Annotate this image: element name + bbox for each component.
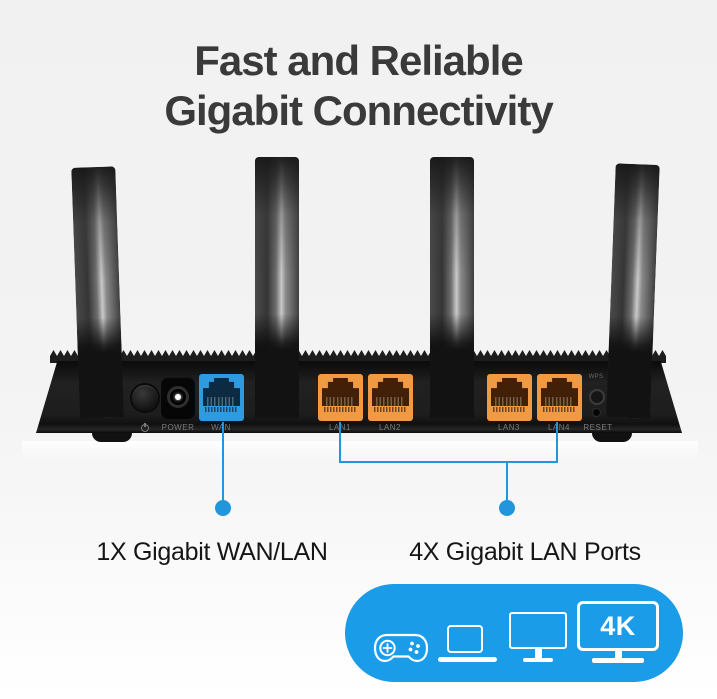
callout-line-wan — [222, 422, 224, 501]
lan3-port-jack — [491, 378, 528, 406]
lan2-port-contacts — [374, 407, 407, 412]
lan3-port-contacts — [493, 407, 526, 412]
tv-base — [592, 658, 644, 663]
dc-jack-pin — [175, 394, 181, 400]
devices-badge: 4K — [345, 584, 683, 682]
power-button — [132, 385, 158, 411]
label-wan: WAN — [211, 423, 231, 432]
tv-stand — [615, 651, 622, 658]
monitor-base — [523, 658, 553, 662]
lan4-port-pins — [545, 397, 574, 406]
lan2-port-jack — [372, 378, 409, 406]
callout-label-wan: 1X Gigabit WAN/LAN — [96, 538, 328, 566]
dc-power-jack — [161, 377, 195, 419]
monitor-screen — [509, 612, 567, 649]
wps-label: WPS — [588, 374, 604, 380]
laptop-base — [438, 657, 497, 662]
antenna-3 — [430, 157, 474, 418]
monitor-icon — [509, 612, 567, 662]
title-line-2: Gigabit Connectivity — [164, 87, 553, 134]
callout-dot-lan — [499, 500, 515, 516]
lan1-port-pins — [326, 397, 355, 406]
lan1-port-jack — [322, 378, 359, 406]
lan1-port-contacts — [324, 407, 357, 412]
callout-bracket-right — [556, 422, 558, 463]
label-lan4: LAN4 — [547, 423, 570, 432]
lan1-port — [318, 374, 363, 421]
power-icon — [141, 423, 149, 432]
game-controller-icon — [373, 633, 429, 663]
lan3-port-pins — [495, 397, 524, 406]
tv-screen: 4K — [577, 601, 659, 651]
lan2-port-pins — [376, 397, 405, 406]
lan4-port — [537, 374, 582, 421]
callout-label-lan: 4X Gigabit LAN Ports — [409, 538, 641, 566]
lan4-port-contacts — [543, 407, 576, 412]
label-lan3: LAN3 — [497, 423, 520, 432]
antenna-1 — [71, 166, 124, 419]
lan3-port — [487, 374, 532, 421]
laptop-icon — [438, 625, 497, 662]
tv-4k-icon: 4K — [577, 601, 660, 663]
label-power: POWER — [161, 423, 195, 432]
surface-highlight — [22, 441, 698, 461]
wan-port-contacts — [205, 407, 238, 412]
router-foot-left — [92, 430, 132, 442]
wps-button — [589, 389, 605, 405]
lan2-port — [368, 374, 413, 421]
callout-bracket-left — [339, 422, 341, 463]
label-reset: RESET — [583, 423, 613, 432]
router-foot-right — [592, 430, 632, 442]
tv-4k-label: 4K — [600, 610, 636, 641]
callout-dot-wan — [215, 500, 231, 516]
reset-button — [592, 408, 601, 417]
monitor-stand — [534, 649, 542, 658]
callout-line-lan — [506, 463, 508, 501]
wan-port-jack — [203, 378, 240, 406]
label-lan2: LAN2 — [378, 423, 401, 432]
wan-port — [199, 374, 244, 421]
laptop-screen — [447, 625, 483, 653]
antenna-2 — [255, 157, 299, 418]
vent-fins — [50, 350, 666, 363]
wan-port-pins — [207, 397, 236, 406]
title-line-1: Fast and Reliable — [194, 37, 523, 84]
callout-bracket-horizontal — [339, 461, 558, 463]
lan4-port-jack — [541, 378, 578, 406]
page-title: Fast and Reliable Gigabit Connectivity — [0, 36, 717, 136]
